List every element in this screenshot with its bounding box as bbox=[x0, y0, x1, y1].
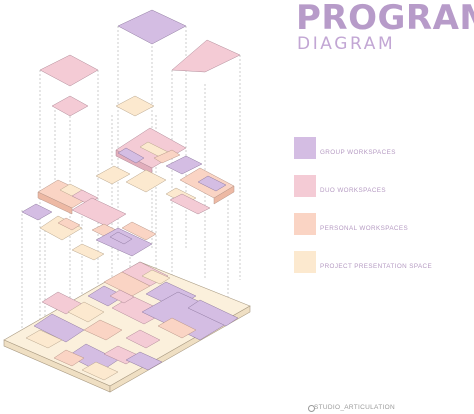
diagram-title: PROGRAM bbox=[296, 0, 474, 38]
legend-label-group: GROUP WORKSPACES bbox=[320, 149, 396, 156]
middle-level-slabs bbox=[21, 127, 235, 261]
legend-item-group: GROUP WORKSPACES bbox=[294, 137, 469, 159]
legend-swatch-duo bbox=[294, 175, 316, 197]
legend-swatch-presentation bbox=[294, 251, 316, 273]
credit-text: STUDIO_ARTICULATION bbox=[314, 404, 395, 411]
legend-item-personal: PERSONAL WORKSPACES bbox=[294, 213, 469, 235]
legend-item-presentation: PROJECT PRESENTATION SPACE bbox=[294, 251, 469, 273]
legend-item-duo: DUO WORKSPACES bbox=[294, 175, 469, 197]
legend-label-duo: DUO WORKSPACES bbox=[320, 187, 387, 194]
top-level-slabs bbox=[39, 9, 241, 117]
legend-label-presentation: PROJECT PRESENTATION SPACE bbox=[320, 263, 433, 270]
ground-floor bbox=[3, 261, 251, 393]
legend-swatch-personal bbox=[294, 213, 316, 235]
diagram-subtitle: DIAGRAM bbox=[297, 34, 396, 54]
legend-swatch-group bbox=[294, 137, 316, 159]
legend-label-personal: PERSONAL WORKSPACES bbox=[320, 225, 409, 232]
copyright-icon bbox=[308, 405, 315, 412]
